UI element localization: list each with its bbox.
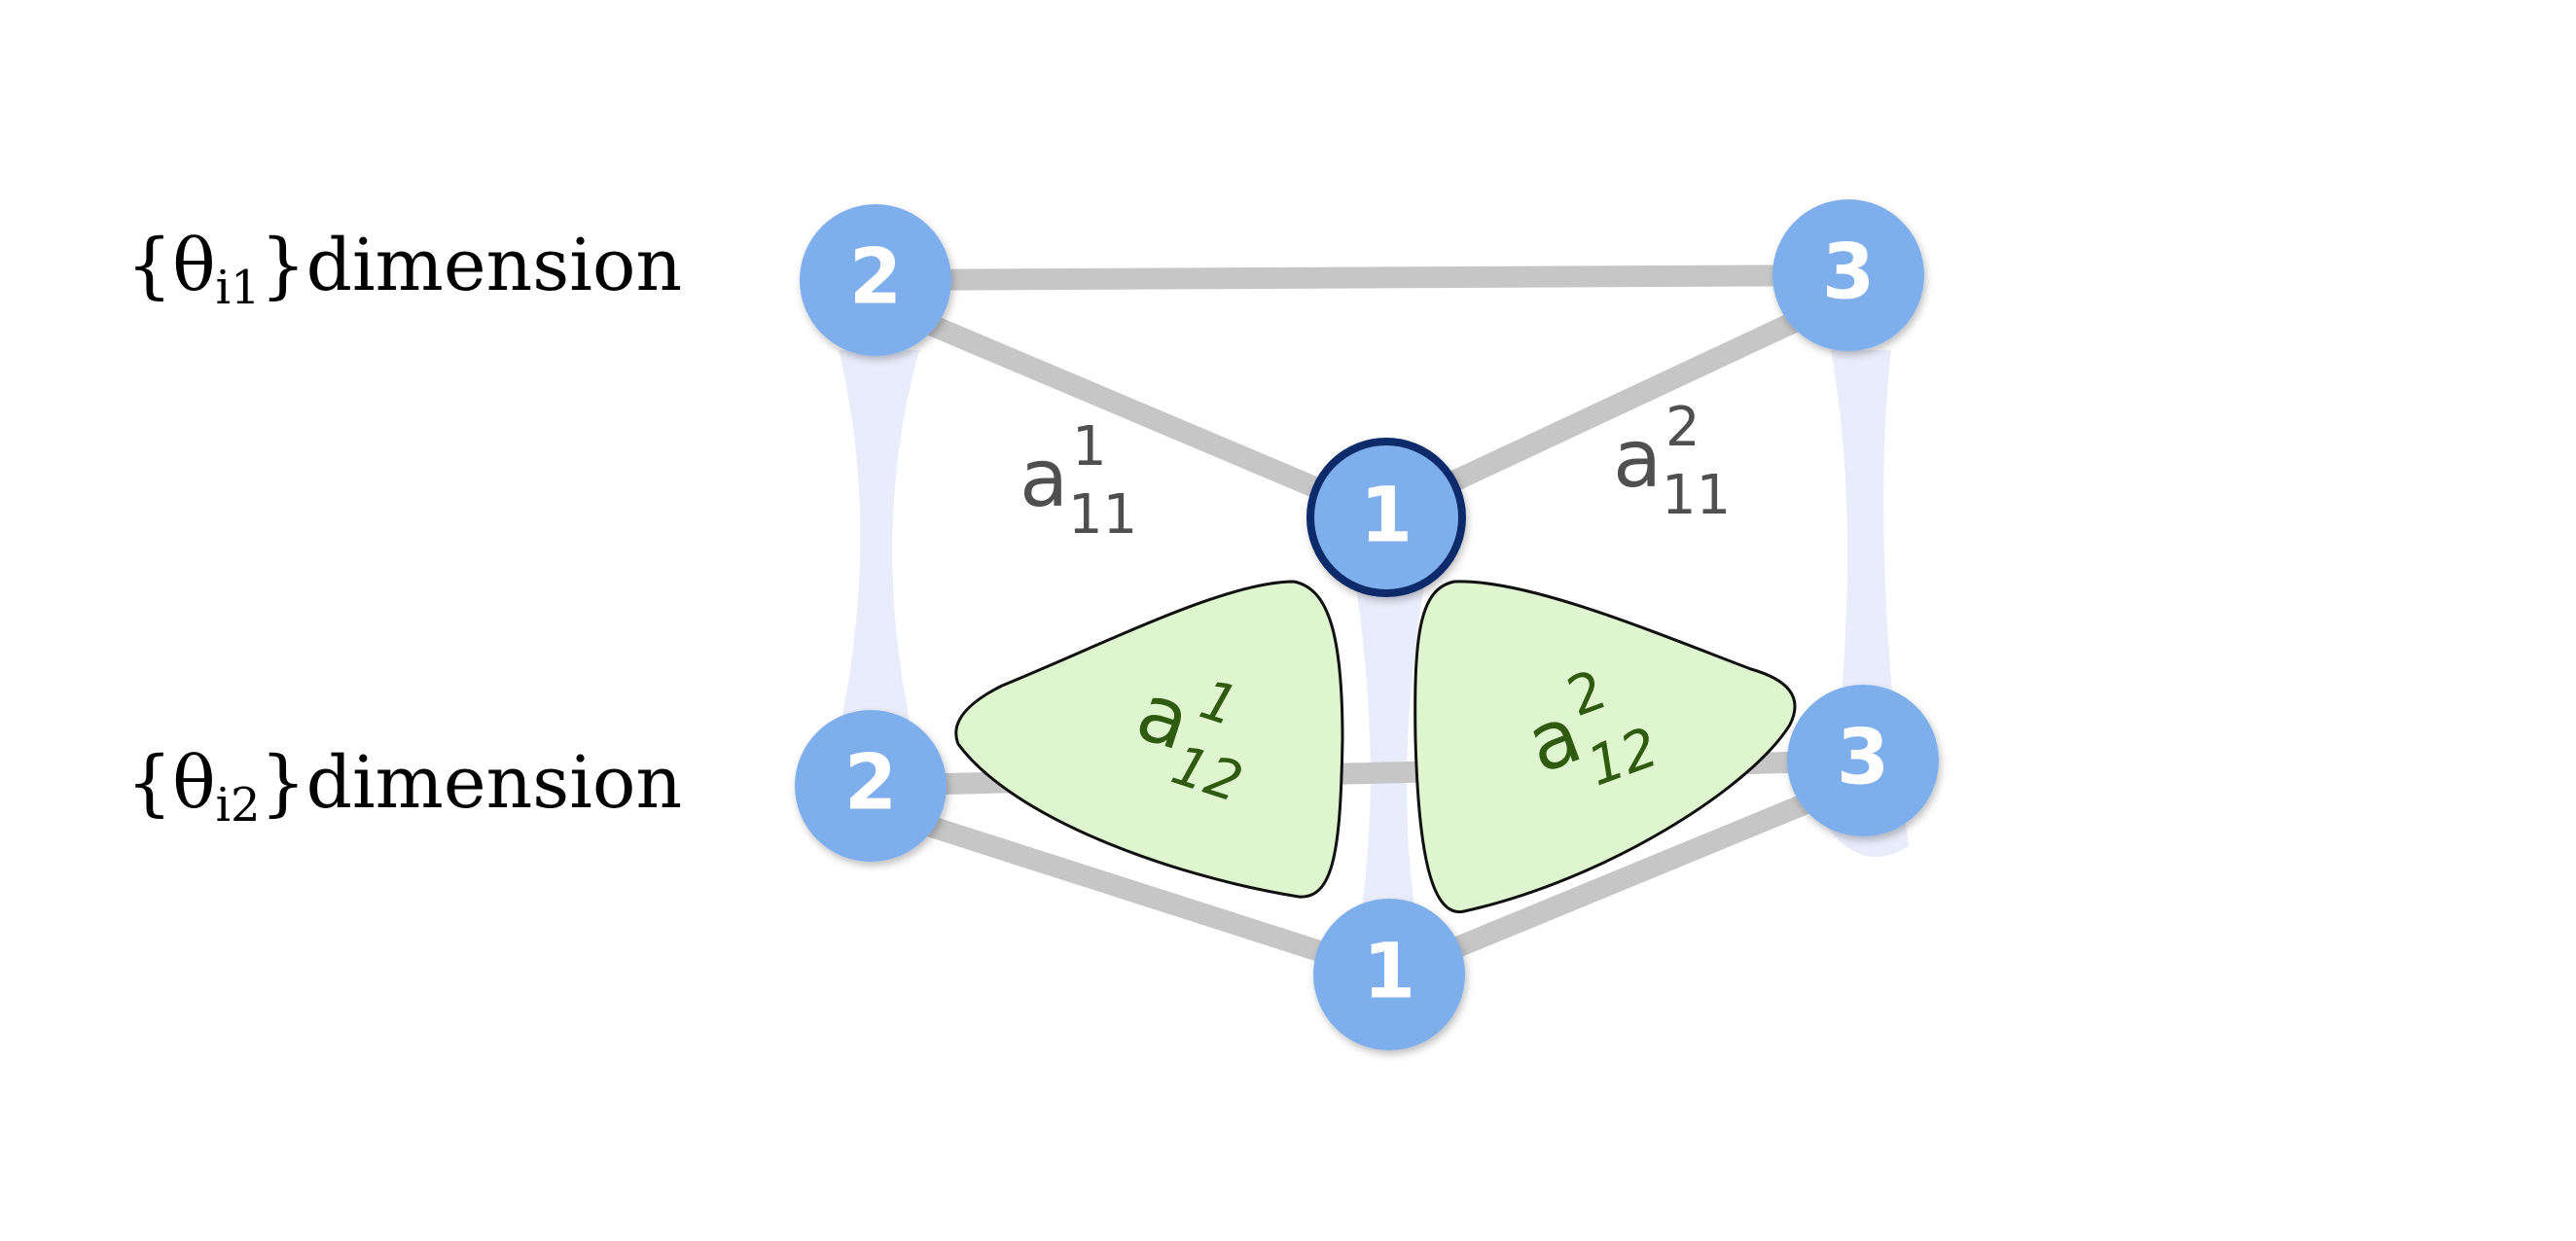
edge-label-a11-2: a 2 11 [1613, 396, 1731, 527]
node-bottom-left-label: 2 [844, 739, 897, 827]
node-top-right-label: 3 [1822, 229, 1875, 316]
node-bottom-center[interactable]: 1 [1313, 899, 1465, 1050]
row-label-dimension-1: {θi1}dimension [126, 224, 682, 315]
highlight-regions [954, 580, 1797, 914]
edge-top-3-1 [1380, 286, 1859, 521]
row-label-1-suffix: }dimension [261, 224, 683, 307]
highlight-a12-1 [954, 580, 1344, 899]
edge-label-a11-1-sup: 1 [1072, 415, 1107, 479]
edge-label-a11-1: a 1 11 [1020, 415, 1137, 547]
edge-label-a11-2-base: a [1613, 413, 1662, 506]
row-label-2-sub: i2 [216, 778, 261, 833]
edge-label-a11-2-sub: 11 [1662, 464, 1731, 527]
band-center [1354, 574, 1426, 919]
row-label-2-suffix: }dimension [261, 741, 683, 825]
node-bottom-center-circle [1313, 899, 1465, 1050]
node-bottom-center-label: 1 [1363, 928, 1415, 1015]
edge-top-2-1 [865, 291, 1392, 526]
node-top-left-label: 2 [849, 233, 902, 321]
node-bottom-right-circle [1787, 685, 1939, 836]
node-top-center-label: 1 [1360, 472, 1413, 559]
edge-label-a11-2-sup: 2 [1665, 396, 1700, 459]
node-top-center-circle [1306, 438, 1466, 597]
row-labels: {θi1}dimension {θi2}dimension [126, 224, 682, 833]
row-label-dimension-2: {θi2}dimension [126, 741, 682, 833]
node-top-left[interactable]: 2 [800, 204, 951, 356]
node-top-left-circle [800, 204, 951, 356]
node-bottom-left[interactable]: 2 [795, 710, 947, 862]
node-top-right-circle [1772, 199, 1924, 351]
row-label-2-prefix: {θ [126, 741, 216, 825]
edge-label-a11-1-sub: 11 [1068, 483, 1137, 547]
graph-edges [860, 265, 1874, 983]
row-label-1-prefix: {θ [126, 224, 216, 307]
node-bottom-right-label: 3 [1837, 714, 1889, 801]
node-top-right[interactable]: 3 [1772, 199, 1924, 351]
edge-top-2-3 [865, 265, 1859, 291]
row-label-1-sub: i1 [216, 261, 261, 315]
edge-labels: a 1 11 a 2 11 a 1 12 a 2 12 [1020, 396, 1731, 815]
highlight-a12-2 [1413, 580, 1797, 914]
graph-nodes: 2 3 1 2 3 1 [795, 199, 1939, 1050]
band-left [839, 350, 919, 720]
node-top-center[interactable]: 1 [1306, 438, 1466, 597]
edge-bottom-3-1 [1385, 769, 1874, 983]
edge-label-a11-1-base: a [1020, 433, 1068, 525]
node-bottom-left-circle [795, 710, 947, 862]
node-bottom-right[interactable]: 3 [1787, 685, 1939, 836]
edge-bottom-2-1 [860, 797, 1397, 983]
